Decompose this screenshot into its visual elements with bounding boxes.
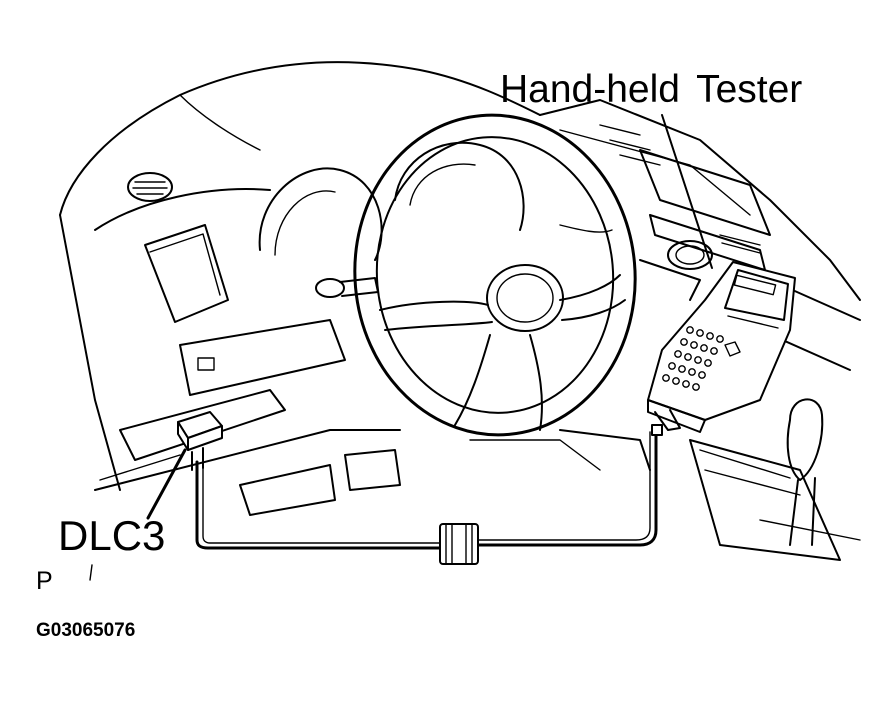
cable-inline-module [439,523,479,565]
lower-knee-area [89,429,651,581]
tester-label: Hand-held Tester [500,68,803,111]
tester-cable [195,430,658,550]
tester-keypad [662,326,741,391]
marker-label: P [36,567,53,595]
lower-dash-panel [94,319,401,491]
center-console [599,124,861,561]
instrument-cluster [258,141,525,261]
dlc3-label: DLC3 [58,512,166,559]
dlc3-connector [177,411,223,471]
dlc3-leader-line [146,448,187,520]
tester-leader-line [661,114,713,269]
hand-held-tester [647,261,796,436]
dash-vent-round [127,172,173,202]
left-vent-panel [144,224,229,323]
steering-wheel [353,113,637,437]
figure-code: G03065076 [36,620,136,641]
gear-shift [759,398,861,546]
turn-signal-stalk [315,277,379,298]
